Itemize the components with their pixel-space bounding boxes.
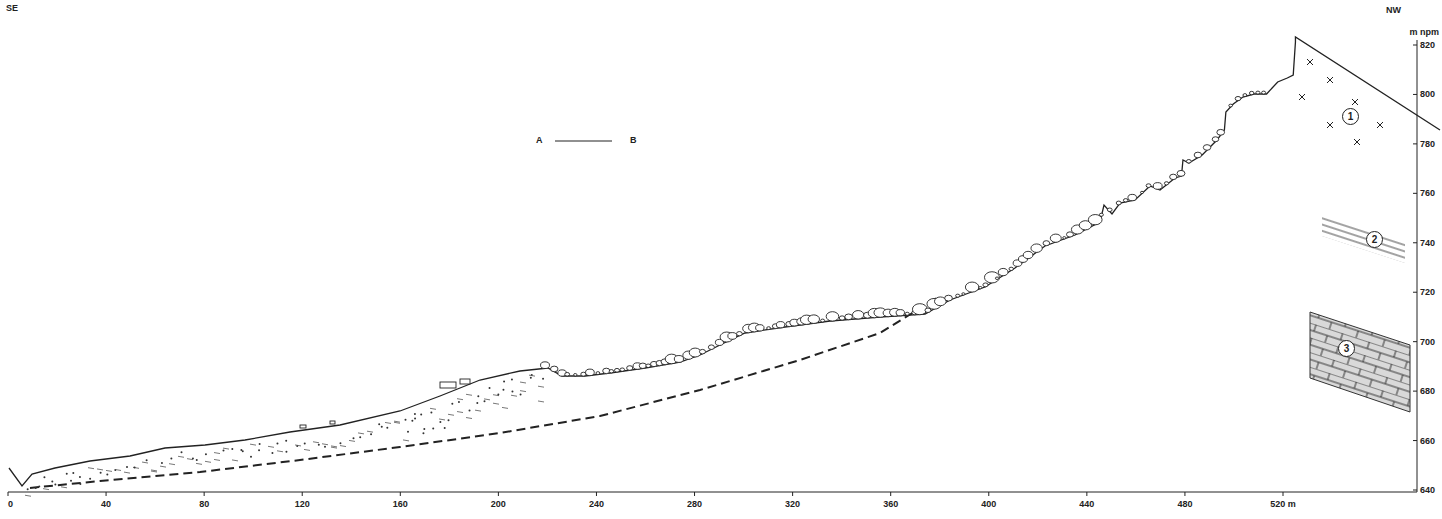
tick-label: 240 (589, 500, 604, 509)
tick-label: 360 (883, 500, 898, 509)
section-end-label: A (536, 136, 543, 145)
direction-label: SE (6, 4, 18, 13)
tick-label: 800 (1420, 90, 1435, 99)
tick-label: 780 (1420, 140, 1435, 149)
tick-label: 400 (981, 500, 996, 509)
tick-label: 520 m (1270, 500, 1296, 509)
tick-label: 40 (101, 500, 111, 509)
boulders (541, 91, 1266, 376)
legend-number: 1 (1342, 108, 1359, 125)
tick-label: 160 (393, 500, 408, 509)
sediment-texture (25, 374, 544, 496)
tick-label: 480 (1177, 500, 1192, 509)
legend-number: 2 (1366, 231, 1383, 248)
direction-label: NW (1386, 6, 1401, 15)
tick-label: 0 (8, 500, 13, 509)
tick-label: 720 (1420, 288, 1435, 297)
tick-label: 700 (1420, 338, 1435, 347)
unit-label: m npm (1409, 28, 1439, 37)
section-end-label: B (630, 136, 637, 145)
tick-label: 640 (1420, 486, 1435, 495)
tick-label: 280 (687, 500, 702, 509)
shale-symbol (1320, 205, 1410, 270)
tick-label: 740 (1420, 239, 1435, 248)
tick-label: 760 (1420, 189, 1435, 198)
granite-symbol (1299, 59, 1383, 145)
tick-label: 440 (1079, 500, 1094, 509)
tick-label: 200 (491, 500, 506, 509)
ground-profile (9, 37, 1440, 486)
section-line (555, 140, 612, 141)
tick-label: 660 (1420, 437, 1435, 446)
tick-label: 320 (785, 500, 800, 509)
tick-label: 120 (295, 500, 310, 509)
tick-label: 80 (199, 500, 209, 509)
tick-label: 680 (1420, 387, 1435, 396)
axes (8, 40, 1417, 496)
bedrock-boundary (30, 296, 940, 488)
tick-label: 820 (1420, 41, 1435, 50)
legend-number: 3 (1338, 340, 1355, 357)
limestone-symbol (1305, 305, 1415, 415)
